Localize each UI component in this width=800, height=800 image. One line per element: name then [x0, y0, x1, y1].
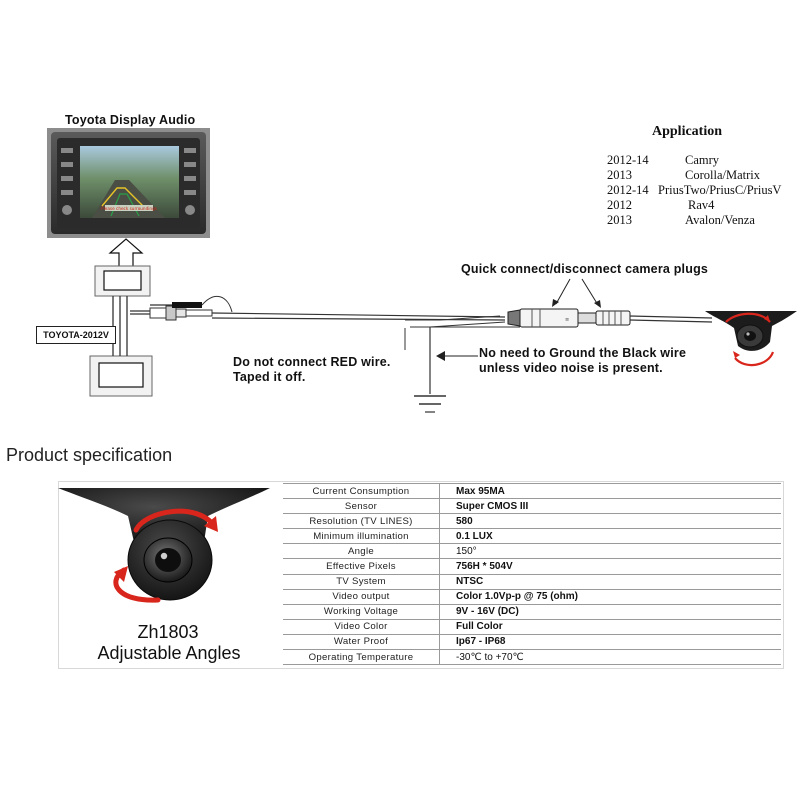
- screen-warning-text: Please check surroundings: [101, 206, 157, 211]
- application-model: Corolla/Matrix: [685, 168, 760, 182]
- spec-label: Water Proof: [283, 634, 440, 651]
- spec-value: Full Color: [439, 619, 781, 635]
- spec-value: Ip67 - IP68: [439, 634, 781, 651]
- application-model: Camry: [685, 153, 720, 167]
- spec-value: Max 95MA: [439, 482, 781, 500]
- application-model: PriusTwo/PriusC/PriusV: [658, 183, 782, 197]
- application-year: 2013: [607, 213, 632, 227]
- ground-note-line2: unless video noise is present.: [479, 361, 663, 375]
- spec-value: Super CMOS III: [439, 498, 781, 515]
- spec-label: Working Voltage: [283, 604, 440, 620]
- spec-label: Operating Temperature: [283, 649, 440, 666]
- spec-label: Sensor: [283, 498, 440, 515]
- model-name: Zh1803: [137, 622, 199, 642]
- spec-value: NTSC: [439, 574, 781, 590]
- spec-label: Effective Pixels: [283, 558, 440, 575]
- spec-value: 9V - 16V (DC): [439, 604, 781, 620]
- spec-label: Current Consumption: [283, 482, 440, 500]
- spec-value: 756H * 504V: [439, 558, 781, 575]
- application-year: 2013: [607, 168, 632, 182]
- application-model: Rav4: [688, 198, 715, 212]
- red-wire-note-line2: Taped it off.: [233, 370, 306, 384]
- spec-label: Angle: [283, 543, 440, 560]
- spec-heading: Product specification: [6, 445, 173, 465]
- camera-small-image: [705, 311, 797, 367]
- display-title: Toyota Display Audio: [65, 113, 196, 127]
- ground-note-line1: No need to Ground the Black wire: [479, 346, 687, 360]
- spec-label: Resolution (TV LINES): [283, 513, 440, 530]
- spec-label: Minimum illumination: [283, 528, 440, 545]
- head-unit-image: Please check surroundings: [47, 128, 210, 238]
- spec-label: TV System: [283, 574, 440, 590]
- spec-value: -30℃ to +70℃: [439, 649, 781, 666]
- table-row: Operating Temperature-30℃ to +70℃: [283, 649, 781, 666]
- table-row: Resolution (TV LINES)580: [283, 513, 781, 530]
- spec-value: 0.1 LUX: [439, 528, 781, 545]
- camera-large-image: [58, 488, 270, 603]
- spec-value: 150°: [439, 543, 781, 560]
- application-model: Avalon/Venza: [685, 213, 755, 227]
- model-caption: Adjustable Angles: [97, 643, 241, 663]
- spec-label: Video Color: [283, 619, 440, 635]
- red-wire-note-line1: Do not connect RED wire.: [233, 355, 391, 369]
- svg-text:≡: ≡: [565, 317, 569, 323]
- plugs-label: Quick connect/disconnect camera plugs: [461, 262, 709, 276]
- harness-label: TOYOTA-2012V: [36, 326, 116, 344]
- application-year: 2012-14: [607, 183, 649, 197]
- application-year: 2012: [607, 198, 632, 212]
- application-title: Application: [652, 124, 723, 139]
- spec-label: Video output: [283, 589, 440, 605]
- wiring-diagram: ≡: [89, 265, 797, 413]
- spec-value: 580: [439, 513, 781, 530]
- spec-value: Color 1.0Vp-p @ 75 (ohm): [439, 589, 781, 605]
- application-year: 2012-14: [607, 153, 649, 167]
